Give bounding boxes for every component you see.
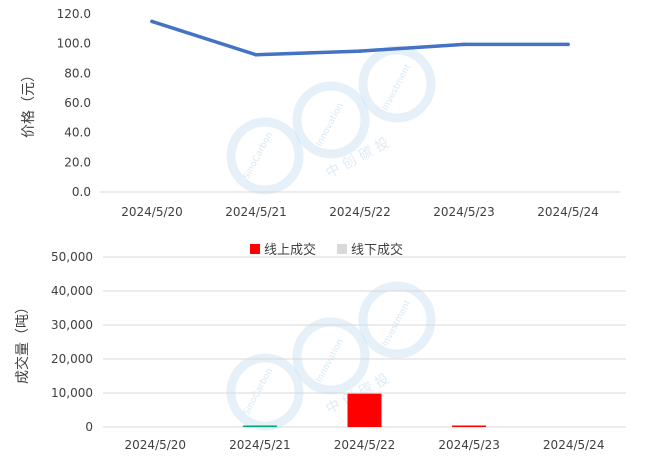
volume-bar-chart: 0 10,000 20,000 30,000 40,000 50,000 2024/5/2…: [14, 242, 626, 452]
legend-label-offline: 线下成交: [351, 242, 403, 258]
price-points: [150, 19, 570, 57]
volume-y-tick-2: 20,000: [51, 352, 93, 366]
price-y-tick-3: 60.0: [64, 96, 91, 110]
volume-y-tick-1: 10,000: [51, 386, 93, 400]
price-x-tick-4: 2024/5/24: [537, 205, 599, 219]
volume-y-tick-4: 40,000: [51, 284, 93, 298]
price-point-0: [150, 19, 154, 24]
price-y-ticks: 0.0 20.0 40.0 60.0 80.0 100.0 120.0: [57, 7, 91, 199]
volume-x-tick-0: 2024/5/20: [125, 438, 187, 452]
volume-y-ticks: 0 10,000 20,000 30,000 40,000 50,000: [51, 250, 93, 434]
price-x-tick-1: 2024/5/21: [225, 205, 287, 219]
price-y-tick-2: 40.0: [64, 126, 91, 140]
wm2-text-en2: Innovation: [315, 338, 346, 385]
price-point-1: [254, 52, 258, 57]
volume-x-tick-4: 2024/5/24: [543, 438, 605, 452]
volume-y-axis-title: 成交量（吨）: [14, 300, 31, 384]
volume-x-tick-3: 2024/5/23: [438, 438, 500, 452]
wm1-ring-1: [292, 81, 370, 159]
wm1-text-en3: Investment: [381, 62, 414, 112]
legend-swatch-offline: [337, 244, 347, 254]
wm2-ring-2: [358, 281, 436, 359]
price-y-axis-title: 价格（元）: [21, 68, 37, 138]
price-x-tick-2: 2024/5/22: [329, 205, 391, 219]
price-y-tick-5: 100.0: [57, 37, 91, 51]
price-y-tick-0: 0.0: [72, 185, 91, 199]
wm1-ring-0: [226, 117, 304, 195]
price-point-3: [462, 42, 466, 47]
wm1-text-en2: Innovation: [315, 102, 346, 149]
volume-bar-online-2: [347, 393, 382, 427]
volume-y-tick-0: 0: [85, 420, 93, 434]
price-x-tick-0: 2024/5/20: [121, 205, 183, 219]
price-y-tick-1: 20.0: [64, 155, 91, 169]
price-point-2: [358, 49, 362, 53]
volume-y-tick-3: 30,000: [51, 318, 93, 332]
wm2-ring-1: [292, 317, 370, 395]
volume-y-tick-5: 50,000: [51, 250, 93, 264]
volume-legend: 线上成交 线下成交: [250, 242, 403, 258]
price-x-tick-3: 2024/5/23: [433, 205, 495, 219]
volume-bars: [242, 393, 487, 427]
volume-x-tick-1: 2024/5/21: [229, 438, 291, 452]
wm2-text-en3: Investment: [381, 298, 414, 348]
price-point-4: [566, 42, 570, 47]
wm2-text-en1: SinoCarbon: [242, 367, 275, 417]
volume-x-ticks: 2024/5/20 2024/5/21 2024/5/22 2024/5/23 2024…: [125, 438, 605, 452]
volume-x-tick-2: 2024/5/22: [334, 438, 396, 452]
price-y-tick-6: 120.0: [57, 7, 91, 21]
volume-bar-online-1: [242, 425, 277, 427]
wm1-text-en1: SinoCarbon: [242, 131, 275, 181]
volume-bar-online-3: [452, 425, 487, 427]
legend-swatch-online: [250, 244, 260, 254]
price-x-ticks: 2024/5/20 2024/5/21 2024/5/22 2024/5/23 2024…: [121, 205, 599, 219]
legend-label-online: 线上成交: [264, 242, 316, 258]
price-y-tick-4: 80.0: [64, 66, 91, 80]
